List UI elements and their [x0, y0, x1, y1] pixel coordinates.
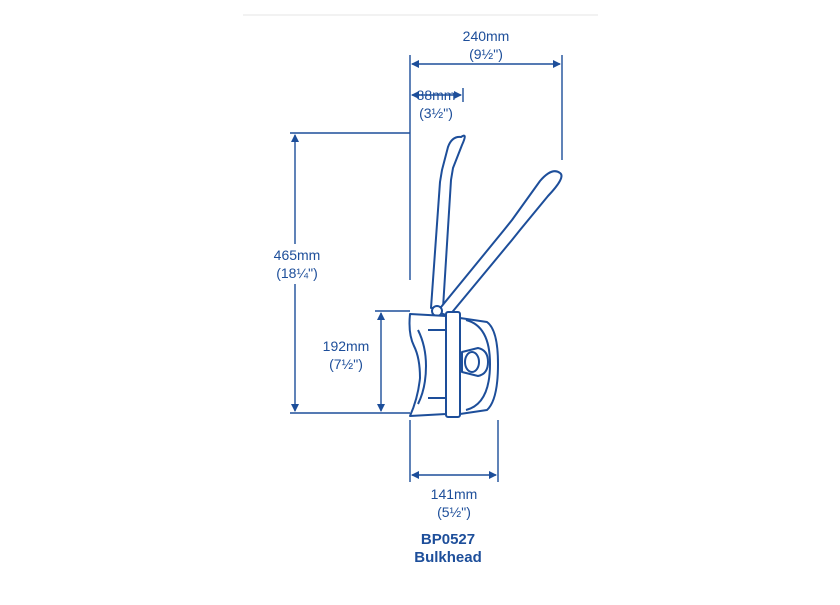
dim-body-depth-metric: 141mm	[430, 486, 478, 502]
dim-label-overall-width: 240mm (9½")	[463, 27, 510, 63]
dim-label-handle-offset: 88mm (3½")	[417, 86, 456, 122]
front-handle	[436, 170, 563, 317]
dim-label-body-height: 192mm (7½")	[323, 337, 370, 373]
rear-housing-ring	[417, 329, 427, 405]
dim-body-depth-imperial: (5½")	[437, 504, 471, 520]
model-caption: BP0527 Bulkhead	[414, 531, 482, 567]
dim-label-body-depth: 141mm (5½")	[431, 485, 478, 521]
bulkhead-flange	[445, 311, 461, 418]
dim-label-overall-height: 465mm (18¼")	[269, 244, 325, 284]
model-number: BP0527	[420, 531, 476, 548]
front-cover-bevel	[465, 319, 491, 411]
mount-type: Bulkhead	[414, 549, 482, 566]
outlet-port-bore	[464, 351, 480, 373]
dim-overall-width-imperial: (9½")	[469, 46, 503, 62]
dim-overall-height-metric: 465mm	[273, 247, 321, 263]
dim-overall-width-metric: 240mm	[462, 28, 510, 44]
rear-handle	[430, 134, 466, 309]
dim-handle-offset-metric: 88mm	[416, 87, 456, 103]
dim-body-height-metric: 192mm	[322, 338, 370, 354]
rear-housing	[408, 313, 447, 417]
dim-body-height-imperial: (7½")	[329, 356, 363, 372]
dim-handle-offset-imperial: (3½")	[419, 105, 453, 121]
dim-overall-height-imperial: (18¼")	[276, 265, 318, 281]
pump-outline	[408, 134, 563, 418]
